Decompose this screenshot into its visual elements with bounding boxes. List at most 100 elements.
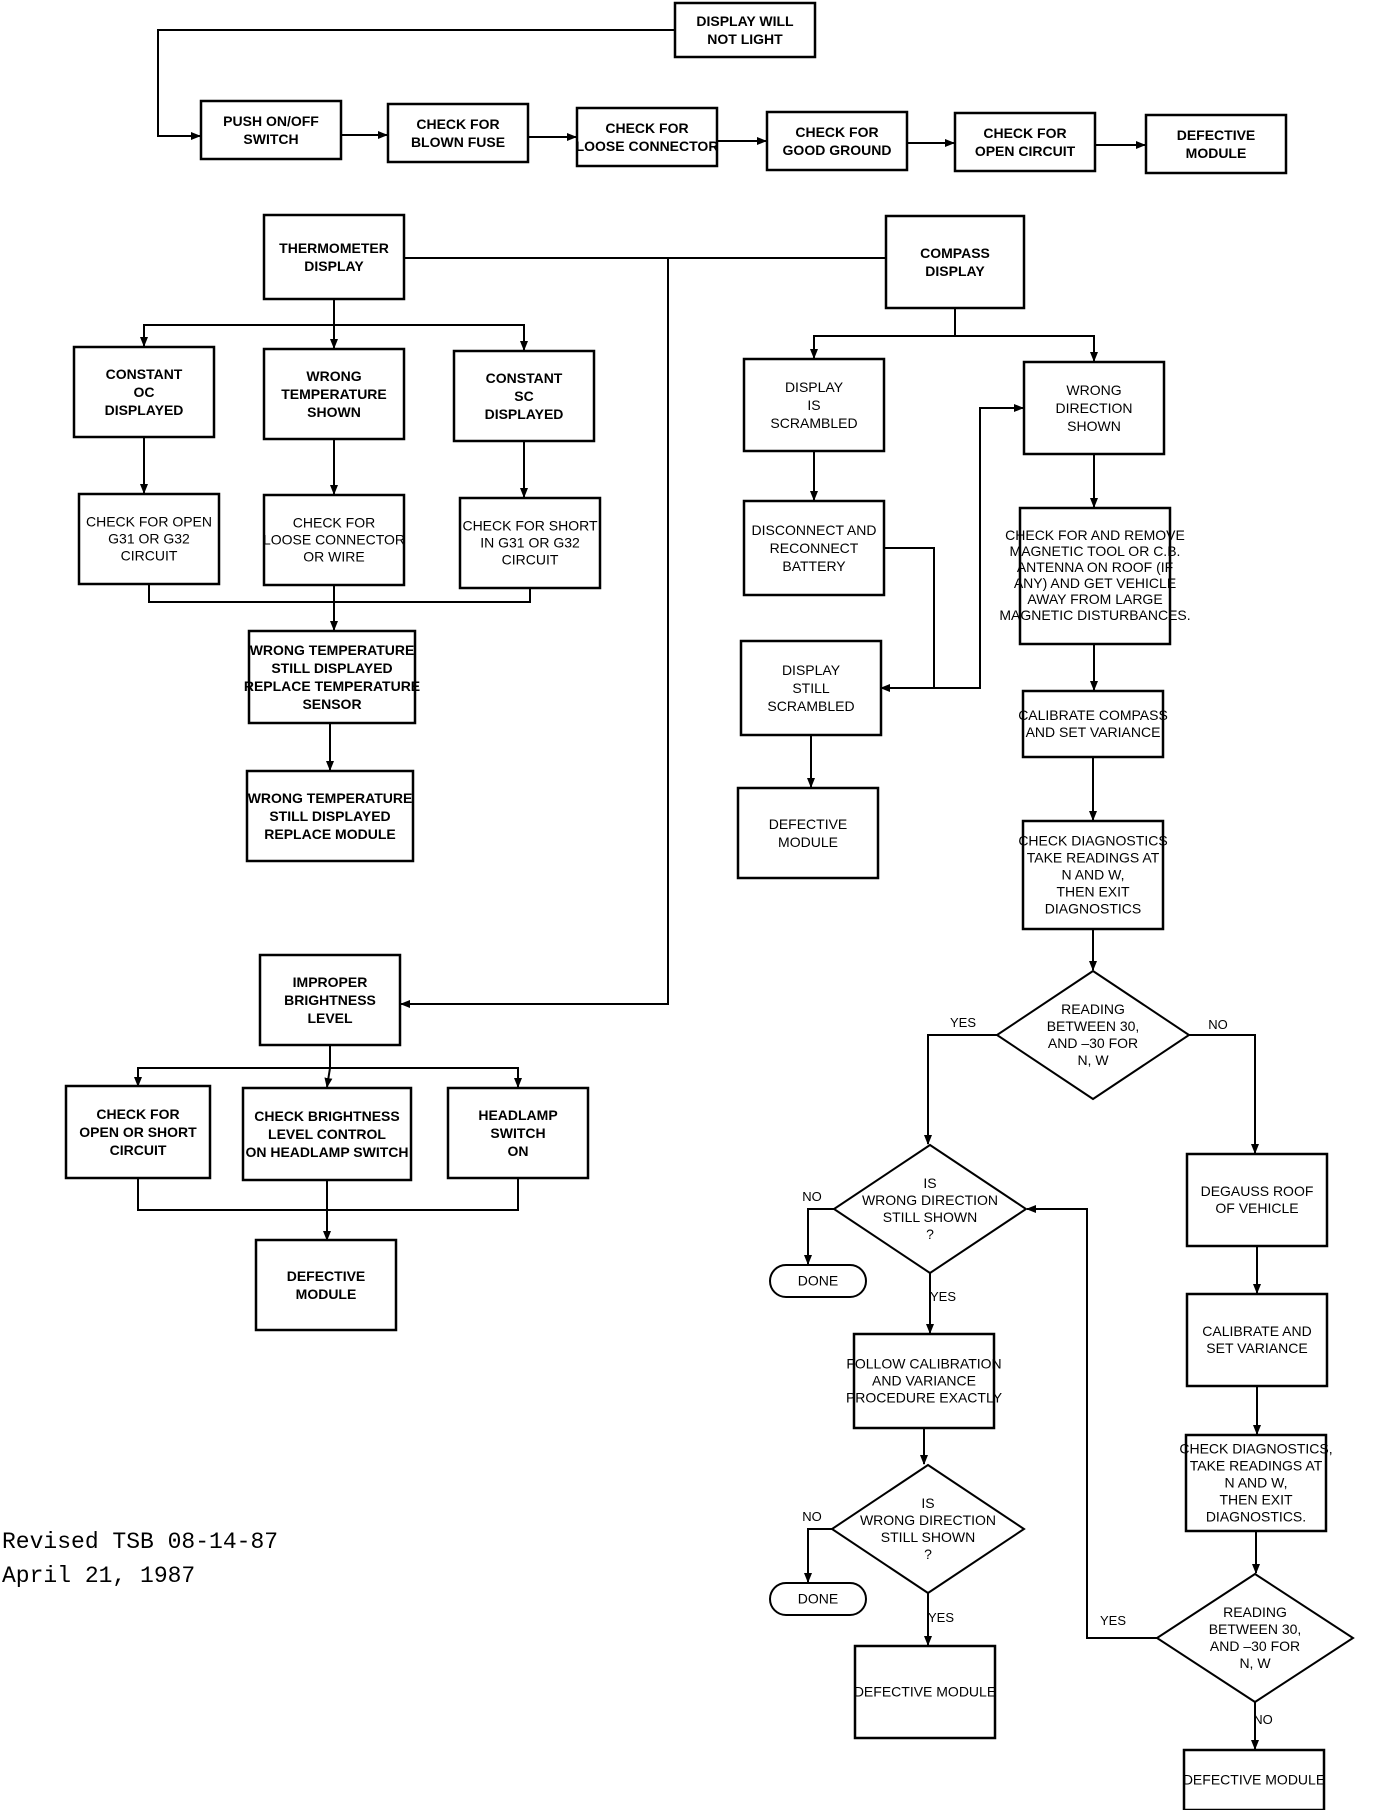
branch-label-no: NO — [802, 1509, 822, 1524]
node-text-line: SCRAMBLED — [767, 698, 854, 714]
node-check-good-ground: CHECK FOR GOOD GROUND — [765, 110, 909, 172]
node-text-line: READING — [1061, 1001, 1125, 1017]
node-text-line: PROCEDURE EXACTLY — [846, 1390, 1003, 1406]
branch-label-no: NO — [1253, 1712, 1273, 1727]
revision-note: Revised TSB 08-14-87 April 21, 1987 — [2, 1525, 278, 1593]
node-text-line: CHECK DIAGNOSTICS, — [1179, 1441, 1332, 1457]
node-text-line: LEVEL — [307, 1010, 353, 1026]
node-text-line: CHECK FOR — [293, 515, 375, 531]
decision-diamond — [995, 969, 1191, 1101]
node-text-line: G31 OR G32 — [108, 531, 190, 547]
node-text-line: N AND W, — [1061, 867, 1124, 883]
node-box — [386, 102, 530, 164]
flow-connector — [810, 308, 956, 359]
node-text-line: BATTERY — [782, 558, 846, 574]
flow-connector — [330, 1067, 522, 1088]
node-text-line: ? — [926, 1226, 934, 1242]
node-text-line: RECONNECT — [770, 540, 859, 556]
revision-line: Revised TSB 08-14-87 — [2, 1529, 279, 1555]
node-text-line: DEFECTIVE — [769, 816, 848, 832]
node-text-line: LOOSE CONNECTOR — [263, 532, 405, 548]
node-text-line: DEFECTIVE MODULE — [1183, 1772, 1325, 1788]
flow-connector — [955, 335, 1098, 362]
node-text-line: DEFECTIVE MODULE — [854, 1684, 996, 1700]
node-text-line: ? — [924, 1546, 932, 1562]
flow-connector — [880, 547, 935, 692]
node-text-line: COMPASS — [920, 245, 990, 261]
node-text-line: PUSH ON/OFF — [223, 113, 319, 129]
node-box — [1021, 689, 1165, 759]
revision-date: April 21, 1987 — [2, 1563, 196, 1589]
node-box — [739, 639, 883, 737]
branch-label-yes: YES — [930, 1289, 956, 1304]
node-text-line: LOOSE CONNECTOR — [576, 138, 719, 154]
node-text-line: IS — [921, 1495, 934, 1511]
node-text-line: HEADLAMP — [478, 1107, 557, 1123]
flow-connector — [804, 1208, 834, 1265]
node-text-line: DISPLAY WILL — [696, 13, 794, 29]
node-text-line: BETWEEN 30, — [1047, 1018, 1140, 1034]
node-text-line: IS — [923, 1175, 936, 1191]
node-box — [262, 493, 406, 587]
node-text-line: DISPLAY — [785, 379, 844, 395]
node-text-line: GOOD GROUND — [783, 142, 892, 158]
node-text-line: OR WIRE — [303, 549, 364, 565]
node-text-line: CIRCUIT — [110, 1142, 167, 1158]
node-box — [736, 786, 880, 880]
node-text-line: SET VARIANCE — [1206, 1340, 1307, 1356]
node-text-line: FOLLOW CALIBRATION — [846, 1356, 1001, 1372]
branch-label-yes: YES — [1100, 1613, 1126, 1628]
flow-connector — [400, 258, 669, 1008]
node-box — [742, 499, 886, 597]
node-text-line: SHOWN — [1067, 418, 1121, 434]
node-text-line: CHECK FOR — [96, 1106, 179, 1122]
node-text-line: MODULE — [778, 834, 838, 850]
node-text-line: MAGNETIC DISTURBANCES. — [999, 607, 1190, 623]
decision-diamond — [832, 1143, 1028, 1275]
node-box — [1184, 1433, 1328, 1533]
node-text-line: MAGNETIC TOOL OR C.B. — [1010, 543, 1181, 559]
node-box — [64, 1084, 212, 1180]
node-text-line: CHECK FOR SHORT — [462, 518, 598, 534]
branch-label-yes: YES — [928, 1610, 954, 1625]
node-box — [446, 1086, 590, 1180]
flow-connector — [157, 29, 677, 140]
node-text-line: CALIBRATE COMPASS — [1018, 707, 1168, 723]
node-box — [262, 347, 406, 441]
node-box — [575, 106, 719, 168]
node-text-line: TEMPERATURE — [281, 386, 387, 402]
node-box — [852, 1332, 996, 1430]
node-text-line: DONE — [798, 1273, 838, 1289]
node-text-line: DEFECTIVE — [1177, 127, 1256, 143]
node-text-line: OF VEHICLE — [1215, 1200, 1298, 1216]
node-text-line: WRONG — [306, 368, 361, 384]
terminator-pill — [769, 1582, 867, 1616]
node-text-line: AWAY FROM LARGE — [1027, 591, 1162, 607]
node-box — [742, 357, 886, 453]
node-box — [1185, 1152, 1329, 1248]
node-text-line: THEN EXIT — [1056, 884, 1130, 900]
node-text-line: AND SET VARIANCE — [1026, 724, 1161, 740]
node-text-line: CHECK FOR — [795, 124, 878, 140]
node-text-line: WRONG — [1066, 382, 1121, 398]
node-box — [77, 492, 221, 586]
node-text-line: ON HEADLAMP SWITCH — [245, 1144, 408, 1160]
branch-label-yes: YES — [950, 1015, 976, 1030]
